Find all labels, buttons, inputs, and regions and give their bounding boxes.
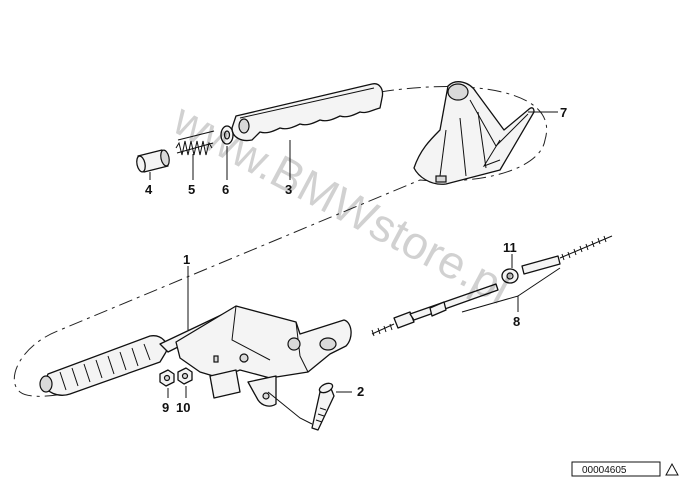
part-3-handle-grip: [231, 83, 384, 142]
callout-7: 7: [560, 105, 567, 120]
callout-3: 3: [285, 182, 292, 197]
callout-9: 9: [162, 400, 169, 415]
part-8-cable: [371, 235, 613, 337]
callout-5: 5: [188, 182, 195, 197]
warning-triangle-icon: [665, 462, 679, 476]
part-1-handbrake-lever: [39, 305, 352, 407]
callout-8: 8: [513, 314, 520, 329]
part-10-nut: [177, 367, 193, 385]
callout-2: 2: [357, 384, 364, 399]
part-6-washer: [220, 125, 234, 145]
assembly-outline: [13, 86, 548, 397]
reference-number: 00004605: [582, 465, 627, 476]
callout-4: 4: [145, 182, 153, 197]
leader-lines: [149, 111, 561, 425]
part-2-bolt: [311, 382, 335, 431]
callout-1: 1: [183, 252, 190, 267]
part-11-grommet: [501, 268, 519, 284]
part-7-boot: [413, 81, 535, 185]
part-4-cap: [136, 149, 170, 173]
part-9-nut: [159, 369, 175, 387]
reference-box: 00004605: [571, 461, 679, 477]
callout-6: 6: [222, 182, 229, 197]
callout-10: 10: [176, 400, 190, 415]
part-5-spring: [175, 130, 215, 156]
callout-11: 11: [503, 240, 517, 255]
